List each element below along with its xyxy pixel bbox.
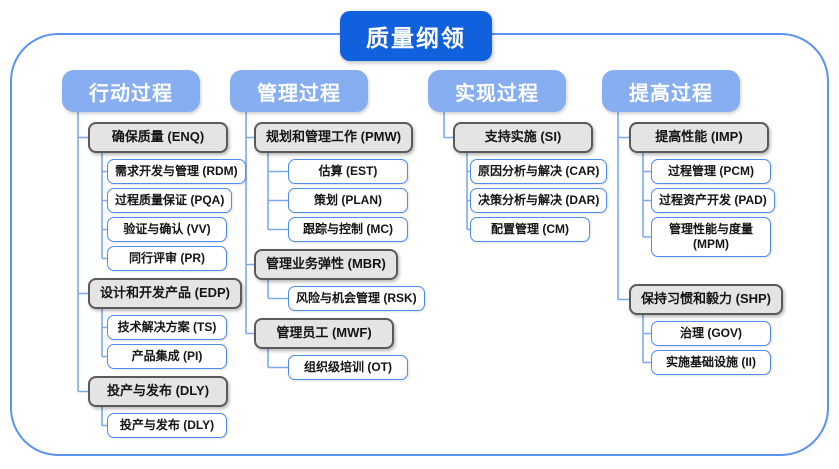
leaf-node: 产品集成 (PI) [107, 344, 227, 369]
leaf-node: 需求开发与管理 (RDM) [107, 159, 246, 184]
leaf-node: 过程资产开发 (PAD) [651, 188, 775, 213]
process-category-header: 提高过程 [602, 70, 740, 112]
group-node: 支持实施 (SI) [453, 122, 593, 153]
process-category-header: 行动过程 [62, 70, 200, 112]
diagram-title: 质量纲领 [340, 11, 492, 61]
group-node: 管理员工 (MWF) [254, 318, 394, 349]
leaf-node: 原因分析与解决 (CAR) [470, 159, 608, 184]
leaf-node: 配置管理 (CM) [470, 217, 590, 242]
process-category-header: 管理过程 [230, 70, 368, 112]
leaf-node: 治理 (GOV) [651, 321, 771, 346]
leaf-node: 技术解决方案 (TS) [107, 315, 227, 340]
leaf-node: 估算 (EST) [288, 159, 408, 184]
leaf-node: 组织级培训 (OT) [288, 355, 408, 380]
group-node: 保持习惯和毅力 (SHP) [629, 284, 784, 315]
group-node: 管理业务弹性 (MBR) [254, 249, 398, 280]
group-node: 规划和管理工作 (PMW) [254, 122, 414, 153]
leaf-node: 验证与确认 (VV) [107, 217, 227, 242]
group-node: 提高性能 (IMP) [629, 122, 769, 153]
leaf-node: 实施基础设施 (II) [651, 350, 771, 375]
leaf-node: 同行评审 (PR) [107, 246, 227, 271]
leaf-node: 投产与发布 (DLY) [107, 413, 227, 438]
leaf-node: 过程质量保证 (PQA) [107, 188, 233, 213]
leaf-node: 跟踪与控制 (MC) [288, 217, 408, 242]
leaf-node: 风险与机会管理 (RSK) [288, 286, 425, 311]
group-node: 确保质量 (ENQ) [88, 122, 228, 153]
leaf-node: 过程管理 (PCM) [651, 159, 771, 184]
process-category-header: 实现过程 [428, 70, 566, 112]
group-node: 设计和开发产品 (EDP) [88, 278, 243, 309]
leaf-node: 决策分析与解决 (DAR) [470, 188, 608, 213]
leaf-node: 管理性能与度量 (MPM) [651, 217, 771, 257]
group-node: 投产与发布 (DLY) [88, 376, 228, 407]
leaf-node: 策划 (PLAN) [288, 188, 408, 213]
